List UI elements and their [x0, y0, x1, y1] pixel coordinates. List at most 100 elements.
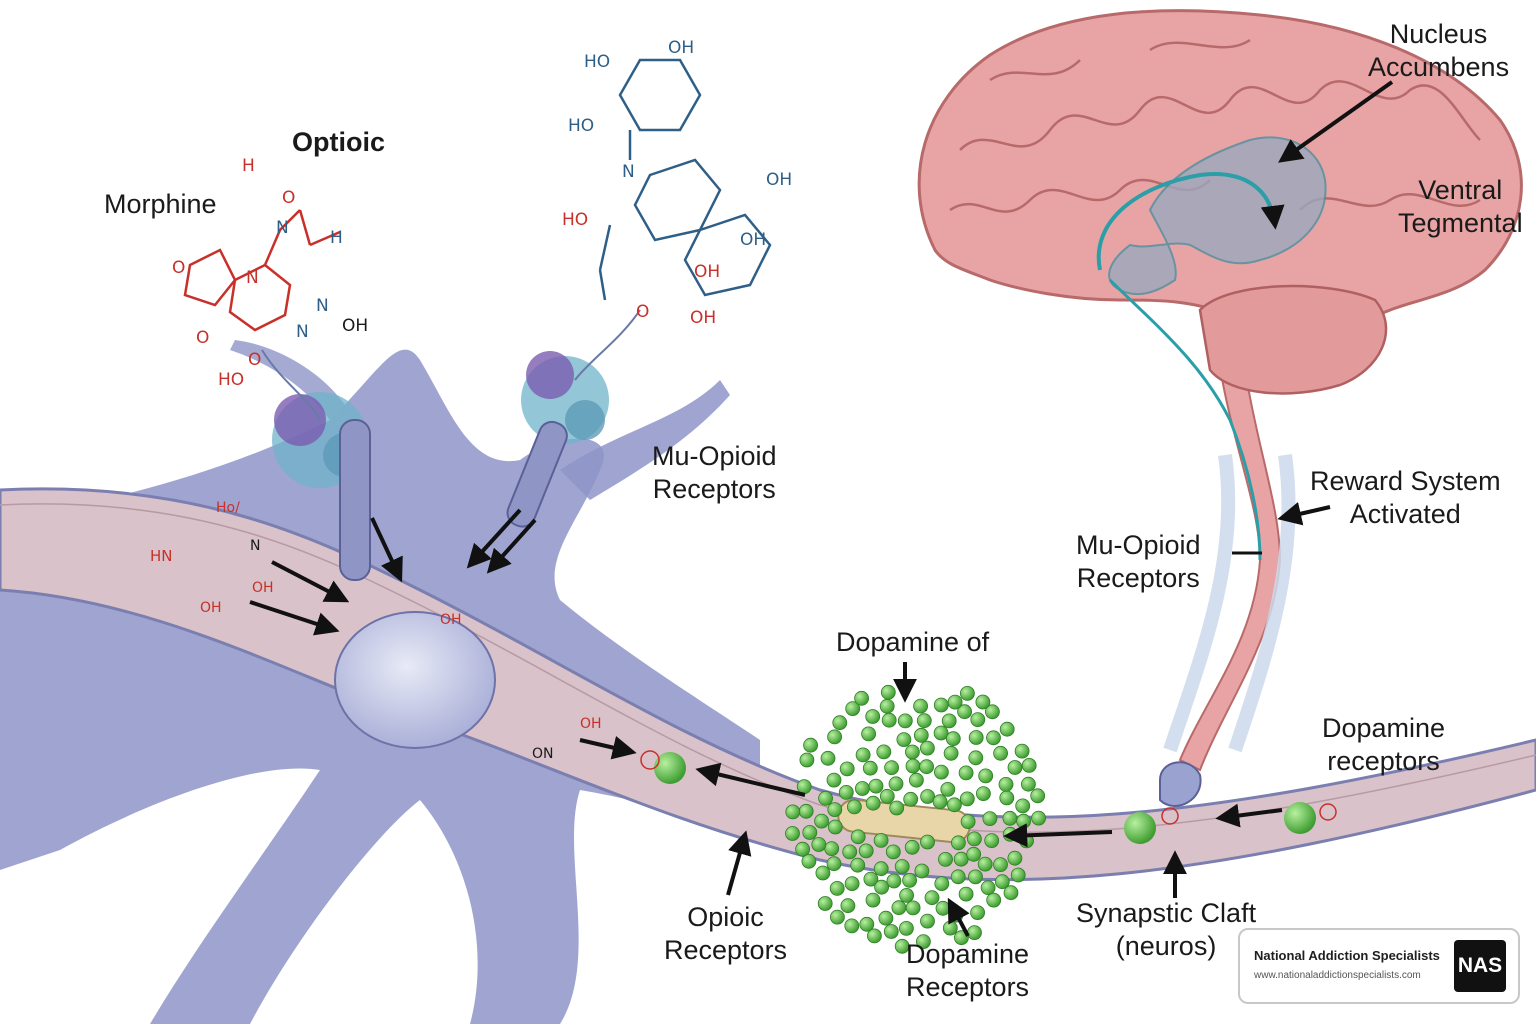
dopamine-molecule	[919, 759, 934, 775]
dopamine-molecule	[878, 910, 894, 926]
dopamine-molecule	[943, 745, 959, 761]
dopamine-molecule	[982, 811, 998, 826]
spinal-tract	[1178, 329, 1282, 772]
catechol-molecule	[598, 58, 772, 301]
dopamine-molecule	[879, 698, 895, 714]
dopamine-molecule	[951, 835, 966, 851]
reward-pathway-2	[1108, 278, 1262, 561]
dopamine-molecule	[899, 888, 914, 903]
dopamine-molecule	[850, 829, 866, 845]
dopamine-molecule	[820, 750, 836, 766]
dopamine-molecule	[1016, 813, 1031, 829]
dopamine-molecule	[932, 794, 948, 810]
dopamine-molecule	[1002, 810, 1018, 826]
arrow-axon-1	[271, 560, 350, 603]
dopamine-molecule	[916, 713, 932, 729]
chem-atom: OH	[766, 170, 793, 190]
dopamine-molecule	[881, 712, 897, 728]
chem-atom: HO	[562, 210, 589, 230]
dopamine-molecule	[839, 761, 855, 777]
dopamine-molecule	[933, 697, 949, 713]
dopamine-molecule	[826, 772, 842, 788]
dopamine-molecule	[873, 833, 889, 848]
dopamine-molecule	[905, 900, 921, 916]
dopamine-molecule	[913, 727, 929, 743]
dopamine-molecule	[847, 799, 862, 815]
chem-atom: HO	[584, 52, 611, 72]
dopamine-molecule	[798, 803, 814, 819]
arrow-opioic-receptors	[726, 830, 752, 896]
chem-atom: N	[296, 322, 309, 342]
arrow-receptor-left	[370, 517, 403, 583]
dopamine-molecule	[899, 921, 914, 936]
arrow-dopamine-receptors	[947, 897, 970, 937]
dopamine-molecule	[1030, 788, 1046, 804]
dopamine-molecule	[941, 713, 957, 729]
dopamine-molecule	[801, 853, 817, 869]
chem-atom: OH	[580, 716, 602, 732]
dopamine-molecule	[1007, 760, 1023, 775]
brand-logo: NAS	[1454, 940, 1506, 992]
dopamine-molecule	[958, 886, 974, 902]
dopamine-molecule	[999, 721, 1015, 737]
chem-atom: OH	[668, 38, 695, 58]
chem-atom: O	[636, 302, 650, 322]
chem-atom: O	[282, 188, 296, 208]
dopamine-molecule	[796, 779, 812, 794]
dopamine-molecule	[799, 752, 815, 768]
label-nucleus-accumbens: Nucleus Accumbens	[1368, 19, 1510, 82]
dopamine-molecule	[855, 781, 870, 796]
dopamine-molecule	[867, 928, 882, 944]
dopamine-molecule	[968, 869, 983, 885]
chem-atom: OH	[342, 316, 369, 336]
dopamine-molecule	[994, 874, 1010, 890]
chem-atom: N	[276, 218, 289, 238]
chem-atom: N	[250, 538, 261, 554]
dopamine-molecule	[829, 881, 845, 896]
dopamine-molecule	[876, 744, 892, 760]
dopamine-molecule	[894, 859, 910, 874]
dopamine-molecule	[999, 790, 1015, 806]
dopamine-molecule	[795, 841, 810, 857]
dopamine-molecule	[953, 851, 969, 867]
dopamine-molecule	[1007, 850, 1023, 866]
brain	[917, 9, 1523, 561]
chem-atom: O	[248, 350, 262, 370]
chem-atom: HN	[150, 547, 173, 565]
dopamine-molecule	[880, 684, 896, 700]
dopamine-cluster-right	[1124, 802, 1337, 844]
dopamine-molecule	[1021, 776, 1036, 792]
cerebellum	[1198, 284, 1388, 395]
chem-atom: H	[242, 156, 255, 176]
arrow-receptor-right-2	[486, 518, 537, 574]
brand-url: www.nationaladdictionspecialists.com	[1254, 970, 1421, 981]
label-dopamine-receptors-right: Dopamine receptors	[1322, 713, 1446, 776]
dopamine-molecule	[960, 686, 975, 701]
dopamine-molecule	[840, 898, 856, 914]
dopamine-molecule	[879, 788, 895, 804]
dopamine-molecule	[993, 857, 1008, 872]
reward-pathway	[1096, 172, 1285, 271]
arrow-reward	[1277, 502, 1331, 526]
dopamine-molecule	[1003, 885, 1019, 901]
brain-folds	[949, 38, 1481, 213]
dopamine-molecule	[894, 938, 910, 954]
dopamine-molecule	[859, 916, 875, 932]
arrow-dopamine-right	[1215, 803, 1283, 828]
dopamine-molecule	[888, 776, 904, 792]
dopamine-molecule	[883, 924, 899, 939]
dopamine-molecule	[934, 764, 949, 780]
dopamine-molecule	[1014, 743, 1030, 759]
spinal-sheath-right	[1228, 454, 1296, 753]
dopamine-molecule	[957, 704, 972, 720]
dopamine-molecule	[1031, 810, 1046, 826]
dopamine-molecule	[934, 876, 950, 891]
dopamine-molecule	[968, 750, 984, 766]
dopamine-molecule	[889, 800, 905, 816]
label-synaptic-cleft: Synapstic Claft (neuros)	[1076, 898, 1257, 961]
dopamine-molecule	[865, 795, 881, 811]
label-mu-opioid-top: Mu-Opioid Receptors	[652, 441, 777, 504]
dopamine-molecule	[905, 744, 920, 760]
axon-terminal	[1159, 761, 1202, 807]
dopamine-molecule	[968, 730, 984, 745]
